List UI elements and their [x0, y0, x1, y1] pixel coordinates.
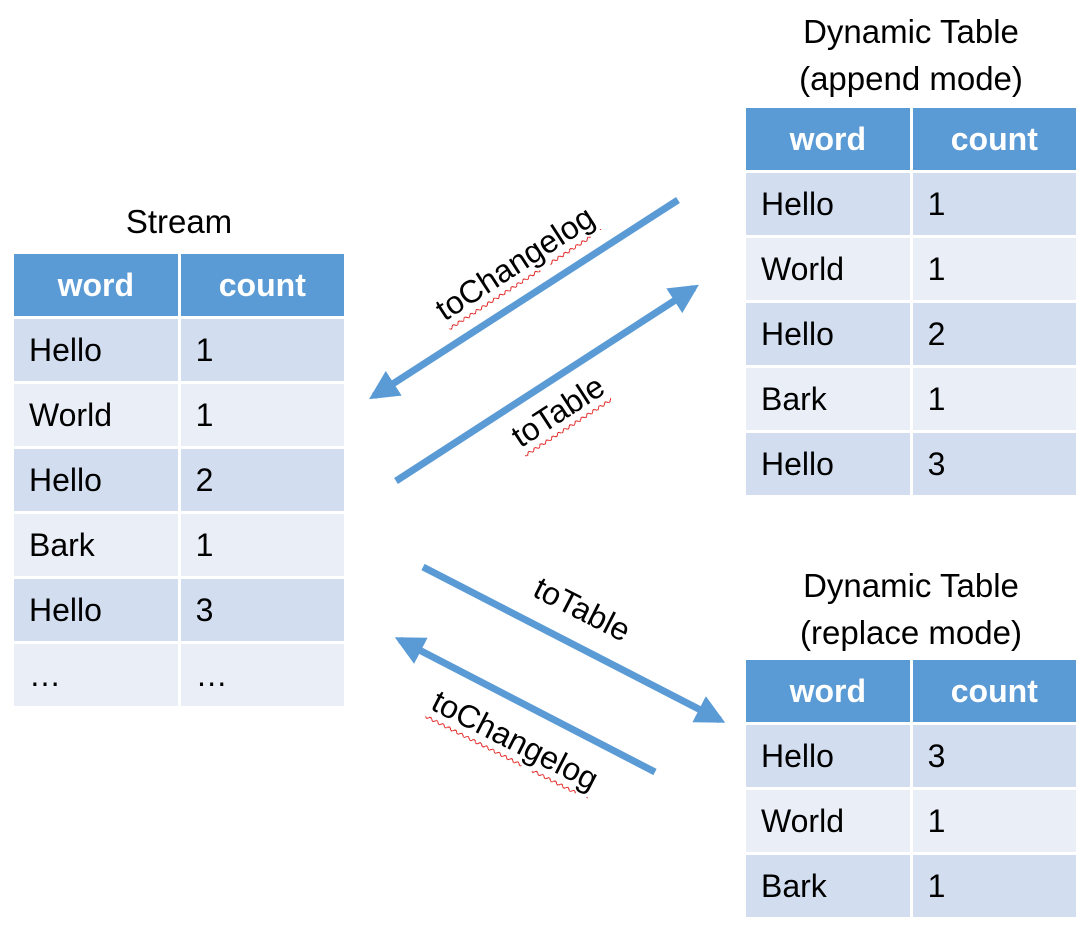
table-row: Hello 3 — [746, 433, 1076, 495]
cell-count: 1 — [912, 238, 1076, 300]
table-row: Bark 1 — [746, 368, 1076, 430]
cell-word: Hello — [746, 725, 910, 787]
append-table: word count Hello 1 World 1 Hello 2 Bark … — [743, 105, 1079, 498]
column-header-count: count — [180, 254, 344, 316]
table-header-row: word count — [14, 254, 344, 316]
cell-word: World — [746, 790, 910, 852]
cell-count: 2 — [912, 303, 1076, 365]
cell-word: … — [14, 644, 178, 706]
stream-title: Stream — [125, 203, 233, 240]
table-row: Bark 1 — [14, 514, 344, 576]
arrow-lower-to-changelog — [394, 636, 657, 776]
table-header-row: word count — [746, 660, 1076, 722]
cell-count: 1 — [180, 319, 344, 381]
arrow-upper-to-table — [394, 284, 699, 484]
table-row: Hello 2 — [14, 449, 344, 511]
cell-word: Hello — [746, 303, 910, 365]
cell-word: Hello — [746, 433, 910, 495]
append-table-title-line1: Dynamic Table — [803, 13, 1019, 50]
cell-word: Hello — [746, 173, 910, 235]
column-header-word: word — [746, 108, 910, 170]
cell-count: 3 — [180, 579, 344, 641]
cell-count: 1 — [912, 173, 1076, 235]
cell-word: Hello — [14, 319, 178, 381]
column-header-word: word — [14, 254, 178, 316]
replace-table: word count Hello 3 World 1 Bark 1 — [743, 657, 1079, 920]
table-row: World 1 — [746, 790, 1076, 852]
cell-count: 1 — [180, 514, 344, 576]
cell-word: World — [14, 384, 178, 446]
cell-word: World — [746, 238, 910, 300]
column-header-word: word — [746, 660, 910, 722]
cell-count: 1 — [912, 368, 1076, 430]
table-row: Hello 3 — [746, 725, 1076, 787]
cell-count: 1 — [912, 855, 1076, 917]
cell-count: 2 — [180, 449, 344, 511]
cell-count: 1 — [180, 384, 344, 446]
append-table-title-line2: (append mode) — [799, 60, 1023, 97]
replace-table-title: Dynamic Table (replace mode) — [746, 562, 1076, 656]
table-row: World 1 — [14, 384, 344, 446]
append-table-title: Dynamic Table (append mode) — [746, 8, 1076, 102]
cell-word: Hello — [14, 449, 178, 511]
table-row: Hello 2 — [746, 303, 1076, 365]
cell-count: 3 — [912, 725, 1076, 787]
table-row: … … — [14, 644, 344, 706]
cell-word: Bark — [746, 368, 910, 430]
table-header-row: word count — [746, 108, 1076, 170]
table-row: Bark 1 — [746, 855, 1076, 917]
cell-count: 3 — [912, 433, 1076, 495]
table-row: Hello 1 — [746, 173, 1076, 235]
table-row: Hello 1 — [14, 319, 344, 381]
cell-count: … — [180, 644, 344, 706]
stream-table: word count Hello 1 World 1 Hello 2 Bark … — [11, 251, 347, 709]
replace-table-title-line2: (replace mode) — [800, 614, 1022, 651]
cell-word: Bark — [746, 855, 910, 917]
replace-table-title-line1: Dynamic Table — [803, 567, 1019, 604]
column-header-count: count — [912, 660, 1076, 722]
column-header-count: count — [912, 108, 1076, 170]
table-row: World 1 — [746, 238, 1076, 300]
cell-count: 1 — [912, 790, 1076, 852]
table-row: Hello 3 — [14, 579, 344, 641]
cell-word: Hello — [14, 579, 178, 641]
arrow-lower-to-table — [421, 563, 726, 724]
cell-word: Bark — [14, 514, 178, 576]
arrow-upper-to-changelog — [369, 197, 680, 400]
